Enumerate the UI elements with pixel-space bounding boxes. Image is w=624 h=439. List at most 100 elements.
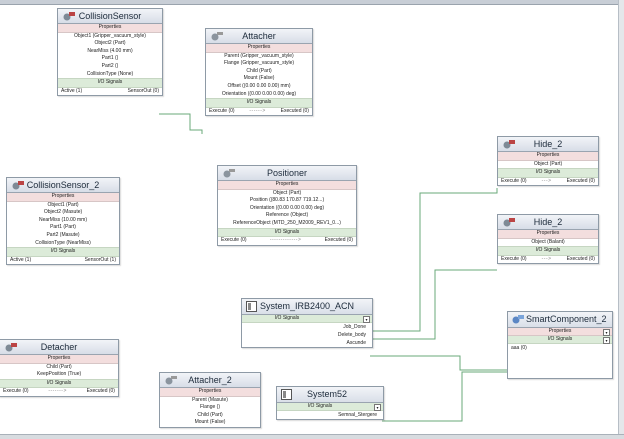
attacher-node[interactable]: Attacher Properties Parent (Gripper_vacu… [205, 28, 313, 117]
input-signal[interactable]: Execute (0) [3, 388, 29, 395]
connector-dots: ---> [541, 255, 552, 262]
property-row[interactable]: Reference (Object) [265, 212, 309, 219]
input-signal[interactable]: Active (1) [61, 87, 83, 94]
property-row[interactable]: ReferenceObject (MTD_250_M2009_REV1_0...… [233, 219, 341, 226]
property-row[interactable]: Part1 () [101, 55, 119, 62]
input-signal[interactable]: Execute (0) [501, 177, 527, 184]
smart-component-2-node[interactable]: SmartComponent_2 Properties ▾ I/O Signal… [507, 311, 613, 379]
property-row[interactable]: Part2 () [101, 62, 119, 69]
input-signal[interactable]: Execute (0) [501, 255, 527, 262]
node-title-text: Attacher_2 [188, 375, 232, 385]
property-row[interactable]: NearMiss (4.00 mm) [87, 47, 133, 54]
property-row[interactable]: Offset ((0.00 0.00 0.00) mm) [227, 82, 291, 89]
wire-system52-to-smartcomponent [382, 371, 507, 422]
property-row[interactable]: Object1 (Gripper_vacuum_style) [74, 32, 146, 39]
node-title-text: CollisionSensor_2 [26, 180, 100, 190]
system-irb2400-node[interactable]: System_IRB2400_ACN I/O Signals ▾ Job_Don… [241, 298, 373, 348]
node-title[interactable]: CollisionSensor_2 [7, 178, 119, 193]
property-row[interactable]: Position ((80.83 170.87 719.12...) [249, 197, 325, 204]
output-signal[interactable]: SensorOut (1) [84, 256, 116, 263]
connector-dots: -------> [48, 388, 67, 395]
collision-sensor-node[interactable]: CollisionSensor Properties Object1 (Grip… [57, 8, 163, 97]
output-signal[interactable]: Delete_body [337, 332, 366, 338]
node-title[interactable]: SmartComponent_2 [508, 312, 612, 328]
node-title[interactable]: System_IRB2400_ACN [242, 299, 372, 315]
connector-dots: ---> [541, 177, 552, 184]
property-row[interactable]: Parent (Masute) [192, 396, 228, 403]
property-row[interactable]: Orientation ((0.00 0.00 0.00) deg) [221, 90, 297, 97]
property-row[interactable]: Child (Part) [197, 411, 223, 418]
property-row[interactable]: Mount (False) [194, 419, 226, 426]
property-row[interactable]: Orientation ((0.00 0.00 0.00) deg) [249, 204, 325, 211]
collision-sensor-2-node[interactable]: CollisionSensor_2 Properties Object1 (Pa… [6, 177, 120, 266]
input-signal[interactable]: Execute (0) [221, 237, 247, 244]
positioner-node[interactable]: Positioner Properties Object (Part) Posi… [217, 165, 357, 246]
node-title[interactable]: Hide_2 [498, 215, 598, 230]
property-row[interactable]: Part1 (Part) [50, 224, 76, 231]
property-row[interactable]: Part2 (Masute) [46, 231, 80, 238]
output-signal[interactable]: Job_Done [343, 324, 366, 330]
input-signal[interactable]: Active (1) [10, 256, 32, 263]
property-row[interactable]: Child (Part) [46, 363, 72, 370]
input-signal[interactable]: Execute (0) [209, 107, 235, 114]
node-title[interactable]: Attacher [206, 29, 312, 44]
output-signal[interactable]: Executed (0) [280, 107, 309, 114]
detacher-node[interactable]: Detacher Properties Child (Part) KeepPos… [0, 339, 119, 397]
io-signals-header: I/O Signals [58, 78, 162, 88]
io-signals-header-text: I/O Signals [547, 336, 573, 342]
add-signal-button[interactable]: ▾ [374, 404, 381, 411]
property-row[interactable]: Object2 (Masute) [43, 209, 83, 216]
property-row[interactable]: Flange () [199, 404, 220, 411]
property-row[interactable]: CollisionType (None) [86, 70, 134, 77]
output-signal[interactable]: Ascunde [346, 340, 366, 346]
property-row[interactable]: Child (Part) [246, 67, 272, 74]
add-signal-button[interactable]: ▾ [363, 316, 370, 323]
properties-header: Properties [498, 230, 598, 239]
input-signal[interactable]: aaa (0) [511, 345, 527, 351]
node-title-text: Hide_2 [533, 217, 563, 227]
node-title[interactable]: Detacher [0, 340, 118, 355]
output-signal[interactable]: Semnal_Stergere [338, 412, 377, 418]
property-row[interactable]: Parent (Gripper_vacuum_style) [224, 52, 294, 59]
output-signal[interactable]: SensorOut (0) [127, 87, 159, 94]
system52-node[interactable]: System52 I/O Signals ▾ Semnal_Stergere [276, 386, 384, 420]
property-row[interactable]: Object2 (Part) [94, 40, 126, 47]
property-row[interactable]: Flange (Gripper_vacuum_style) [223, 60, 295, 67]
property-row[interactable]: Object (Balant) [531, 238, 565, 245]
node-title[interactable]: Attacher_2 [160, 373, 260, 388]
vertical-scrollbar[interactable] [618, 0, 624, 439]
node-title[interactable]: System52 [277, 387, 383, 403]
output-signal[interactable]: Executed (0) [86, 388, 115, 395]
property-row[interactable]: Mount (False) [243, 75, 275, 82]
properties-header: Properties [160, 388, 260, 397]
wire-system-to-hide2a [370, 188, 498, 332]
io-signal-row: Execute (0) ---> Executed (0) [498, 256, 598, 264]
properties-header: Properties [206, 44, 312, 53]
add-property-button[interactable]: ▾ [603, 329, 610, 336]
add-signal-button[interactable]: ▾ [603, 337, 610, 344]
attacher-2-node[interactable]: Attacher_2 Properties Parent (Masute) Fl… [159, 372, 261, 428]
gear-robot-icon [165, 376, 177, 385]
property-row[interactable]: NearMiss (10.00 mm) [38, 216, 88, 223]
hide2-node[interactable]: Hide_2 Properties Object (Balant) I/O Si… [497, 214, 599, 265]
property-row[interactable]: CollisionType (NearMiss) [35, 239, 91, 246]
node-title[interactable]: Hide_2 [498, 137, 598, 152]
property-row[interactable]: Object (Part) [272, 189, 302, 196]
io-signals-header: I/O Signals [0, 378, 118, 389]
output-signal[interactable]: Executed (0) [324, 237, 353, 244]
node-title[interactable]: CollisionSensor [58, 9, 162, 24]
node-title-text: Hide_2 [533, 139, 563, 149]
property-row[interactable]: KeepPosition (True) [36, 371, 82, 378]
connector-dots: ------> [249, 107, 266, 114]
property-row[interactable]: Object1 (Part) [47, 201, 79, 208]
io-signals-header: I/O Signals [498, 246, 598, 256]
io-signal-row: Active (1) SensorOut (0) [58, 88, 162, 96]
output-signal[interactable]: Executed (0) [566, 177, 595, 184]
hide2-node[interactable]: Hide_2 Properties Object (Part) I/O Sign… [497, 136, 599, 187]
wire-system-to-smartcomponent [370, 355, 507, 371]
output-signal[interactable]: Executed (0) [566, 255, 595, 262]
horizontal-scrollbar[interactable] [0, 434, 624, 439]
property-row[interactable]: Object (Part) [533, 160, 563, 167]
node-title[interactable]: Positioner [218, 166, 356, 181]
